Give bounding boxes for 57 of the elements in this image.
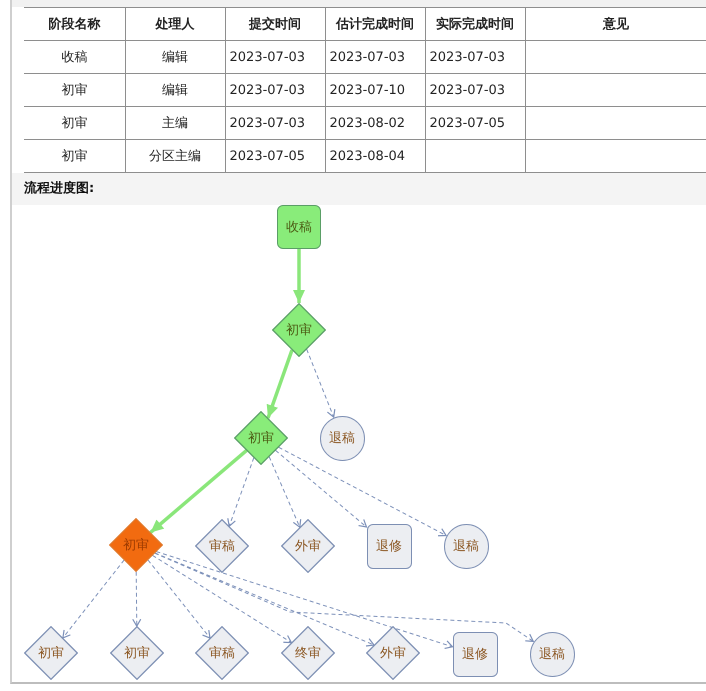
arrow bbox=[62, 560, 125, 638]
handler-name: 主编 bbox=[162, 116, 188, 131]
decision-diamond: 外审 bbox=[281, 519, 335, 573]
process-box: 退修 bbox=[452, 632, 498, 676]
date-value: 2023-07-10 bbox=[330, 82, 406, 98]
decision-diamond: 初审 bbox=[234, 411, 288, 465]
date-value: 2023-07-05 bbox=[430, 116, 506, 130]
decision-diamond: 审稿 bbox=[195, 519, 249, 573]
decision-diamond: 初审 bbox=[24, 626, 78, 680]
handler-name: 分区主编 bbox=[149, 149, 201, 164]
arrow bbox=[275, 450, 368, 528]
arrow bbox=[132, 571, 142, 627]
arrow bbox=[154, 552, 375, 647]
stage-name: 收稿 bbox=[61, 50, 88, 65]
stage-name: 初审 bbox=[61, 83, 88, 98]
arrow bbox=[156, 551, 454, 650]
date-value: 2023-07-03 bbox=[230, 116, 306, 130]
date-value: 2023-07-03 bbox=[430, 82, 506, 98]
process-box: 收稿 bbox=[277, 205, 321, 249]
arrow bbox=[227, 457, 254, 527]
stage-name: 初审 bbox=[61, 149, 88, 164]
arrow bbox=[306, 348, 336, 418]
column-header: 处理人 bbox=[156, 17, 194, 32]
arrow bbox=[152, 554, 292, 644]
process-box: 退修 bbox=[366, 524, 412, 568]
date-value: 2023-07-05 bbox=[230, 148, 306, 164]
column-header: 提交时间 bbox=[249, 17, 301, 32]
handler-name: 编辑 bbox=[162, 83, 188, 98]
arrow bbox=[268, 456, 302, 528]
end-circle: 退稿 bbox=[320, 416, 364, 460]
decision-diamond: 外审 bbox=[366, 626, 420, 680]
decision-diamond: 初审 bbox=[272, 303, 326, 357]
date-value: 2023-07-03 bbox=[230, 82, 306, 98]
column-header: 阶段名称 bbox=[48, 17, 100, 32]
section-heading: 流程进度图: bbox=[24, 181, 94, 197]
end-circle: 退稿 bbox=[530, 632, 574, 676]
date-value: 2023-07-03 bbox=[230, 50, 306, 64]
decision-diamond: 初审 bbox=[109, 518, 163, 572]
arrow bbox=[154, 552, 534, 642]
arrow bbox=[149, 449, 248, 534]
date-value: 2023-07-03 bbox=[330, 50, 406, 64]
end-circle: 退稿 bbox=[444, 524, 488, 568]
arrow bbox=[148, 560, 211, 639]
date-value: 2023-08-02 bbox=[330, 116, 406, 130]
decision-diamond: 初审 bbox=[110, 626, 164, 680]
arrow bbox=[293, 249, 305, 303]
stage-name: 初审 bbox=[61, 116, 88, 131]
column-header: 实际完成时间 bbox=[436, 17, 514, 32]
date-value: 2023-07-03 bbox=[430, 50, 506, 64]
column-header: 意见 bbox=[602, 17, 629, 32]
column-header: 估计完成时间 bbox=[336, 17, 414, 32]
handler-name: 编辑 bbox=[162, 50, 188, 65]
arrow bbox=[278, 446, 447, 536]
decision-diamond: 终审 bbox=[281, 626, 335, 680]
arrow bbox=[266, 349, 294, 419]
date-value: 2023-08-04 bbox=[330, 148, 406, 164]
decision-diamond: 审稿 bbox=[195, 626, 249, 680]
